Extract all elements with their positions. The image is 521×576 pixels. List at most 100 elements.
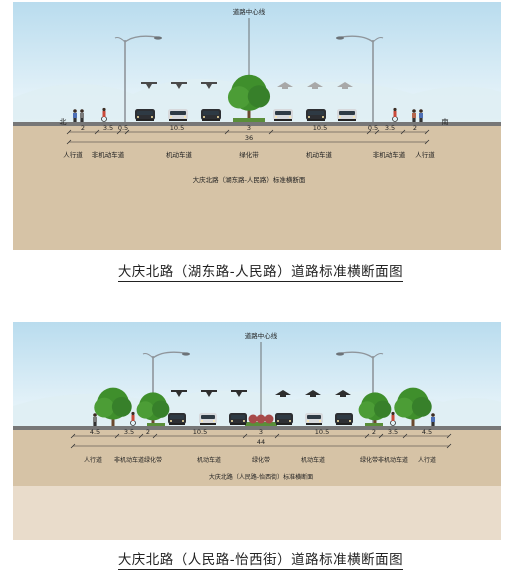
lane-arrow-down [201,390,217,397]
zone-label: 绿化带 [144,456,162,464]
person-head [80,109,84,113]
side-planter-right [365,423,383,426]
tree-crown-left [394,397,415,418]
caption-2: 大庆北路（人民路-怡西街）道路标准横断面图 [0,548,521,570]
car-light-left [275,116,277,118]
pedestrian [73,109,77,122]
dimension-tick [374,129,380,135]
dimension-tick [268,129,274,135]
road-surface [13,122,501,126]
tree-crown-right [411,396,432,417]
lane-arrow-down [171,390,187,397]
dimension-tick [402,433,408,439]
roadside-tree-left-inner [136,392,170,426]
person-body [431,417,435,422]
dimension-label: 4.5 [422,428,432,436]
pedestrian [419,109,423,122]
total-dimension-tick [424,139,430,145]
lamp-arm [152,351,186,359]
cyclist-head [131,411,135,416]
zone-label: 非机动车道 [114,456,144,464]
car-windshield [170,111,186,115]
cyclist-body [102,111,106,117]
car-light-left [137,116,139,118]
zone-label: 机动车道 [306,150,333,159]
tree-crown-left [358,401,376,419]
dimension-tick [446,433,452,439]
car-windshield [137,111,153,115]
lamp-head [336,36,344,40]
car-windshield [201,415,215,419]
car-bumper [338,119,356,121]
pedestrian [412,109,416,122]
street-lamp-right [336,35,384,122]
lane-arrow-up [335,390,351,397]
car-bumper [169,423,185,425]
lamp-head [182,352,190,356]
lane-arrow-up [307,82,323,89]
car-windshield [337,415,351,419]
direction-south: 南 [442,117,449,126]
car [135,109,155,121]
car-bumper [276,423,292,425]
cyclist [130,411,136,426]
dimension-label: 2 [372,428,376,436]
zone-label: 人行道 [418,456,436,464]
dimension-tick [66,129,72,135]
car [201,109,221,121]
dimension-tick [274,433,280,439]
dimension-label: 3.5 [124,428,134,436]
car [273,109,293,121]
dimension-tick [242,433,248,439]
car-windshield [308,111,324,115]
dimension-label: 3.5 [385,124,395,132]
car-bumper [307,119,325,121]
lamp-arm [340,351,374,359]
person-body [80,113,84,118]
zone-label: 人行道 [63,150,83,159]
dimension-label: 10.5 [193,428,207,436]
direction-north: 北 [60,118,67,126]
car-light-left [308,116,310,118]
dimension-tick [364,433,370,439]
centerline-label: 道路中心线 [233,7,266,16]
car-light-left [277,420,279,422]
zone-label: 绿化带 [239,150,259,159]
car-light-right [182,420,184,422]
car-light-right [289,420,291,422]
zone-label: 绿化带 [360,456,378,464]
car-windshield [277,415,291,419]
person-head [93,413,97,417]
centerline-label: 道路中心线 [245,331,278,340]
car-light-left [307,420,309,422]
car-windshield [231,415,245,419]
car [275,413,293,425]
lane-arrow-up [337,82,353,89]
car-light-left [337,420,339,422]
car-bumper [202,119,220,121]
dimension-label: 2 [146,428,150,436]
person-body [93,417,97,422]
lane-arrow-up [275,390,291,397]
car-light-right [353,116,355,118]
dimension-label: 10.5 [315,428,329,436]
car-light-left [203,116,205,118]
ground-lower [13,486,501,540]
lamp-arm [124,35,158,43]
total-width-label: 44 [257,438,265,446]
dimension-tick [424,129,430,135]
tree-crown-right [152,400,170,418]
section-1-small-title: 大庆北路（湖东路-人民路）标准横断面 [193,175,306,184]
person-legs [431,422,435,426]
total-width-label: 36 [245,134,253,142]
total-dimension-tick [70,443,76,449]
dimension-label: 10.5 [313,124,327,132]
car [229,413,247,425]
zone-label: 机动车道 [197,456,221,464]
dimension-label: 3.5 [103,124,113,132]
car-light-right [322,116,324,118]
lamp-head [154,36,162,40]
street-lamp-left [114,35,162,122]
car-light-right [151,116,153,118]
